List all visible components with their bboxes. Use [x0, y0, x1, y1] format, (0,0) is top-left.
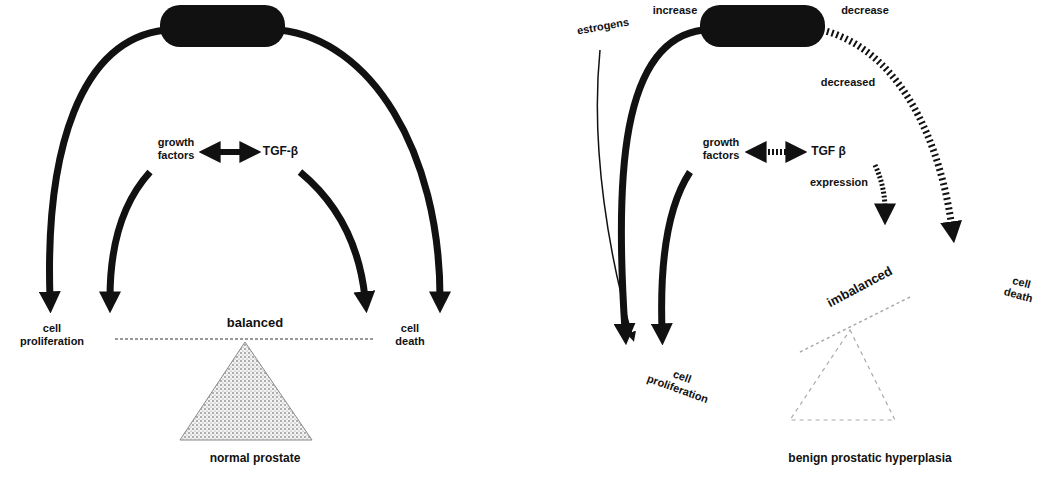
fulcrum [180, 342, 312, 440]
arrow [280, 30, 440, 298]
dashed-double-arrow [760, 149, 792, 155]
change-label: decrease [835, 4, 895, 17]
fulcrum-outline [790, 330, 895, 420]
factor-label: TGF-β [258, 145, 303, 159]
change-label: expression [808, 176, 870, 189]
arrow [662, 172, 690, 330]
thin-arrow [597, 50, 632, 335]
outcome-label: cell death [993, 270, 1045, 307]
double-arrow [214, 149, 246, 155]
panel-caption: benign prostatic hyperplasia [770, 452, 970, 466]
hormone-pill [700, 5, 825, 47]
arrow [50, 30, 165, 298]
state-label: imbalanced [821, 262, 899, 313]
arrow [621, 30, 703, 330]
factor-label: TGF β [806, 145, 851, 159]
hormone-pill [160, 5, 285, 47]
outcome-label: cell death [385, 322, 435, 347]
panel-caption: normal prostate [190, 452, 320, 466]
factor-label: growth factors [695, 136, 747, 161]
change-label: decreased [818, 76, 878, 89]
arrow [110, 172, 150, 298]
factor-label: growth factors [150, 136, 202, 161]
hormone-label: estrogens [567, 14, 638, 39]
outcome-label: cell proliferation [12, 322, 92, 347]
dashed-arrow [822, 30, 952, 228]
balance-beam [115, 338, 375, 340]
outcome-label: cell proliferation [638, 357, 722, 408]
change-label: increase [645, 4, 705, 17]
arrow [300, 172, 365, 298]
dashed-arrow [875, 165, 885, 210]
tilted-beam [800, 296, 912, 352]
state-label: balanced [215, 316, 295, 331]
